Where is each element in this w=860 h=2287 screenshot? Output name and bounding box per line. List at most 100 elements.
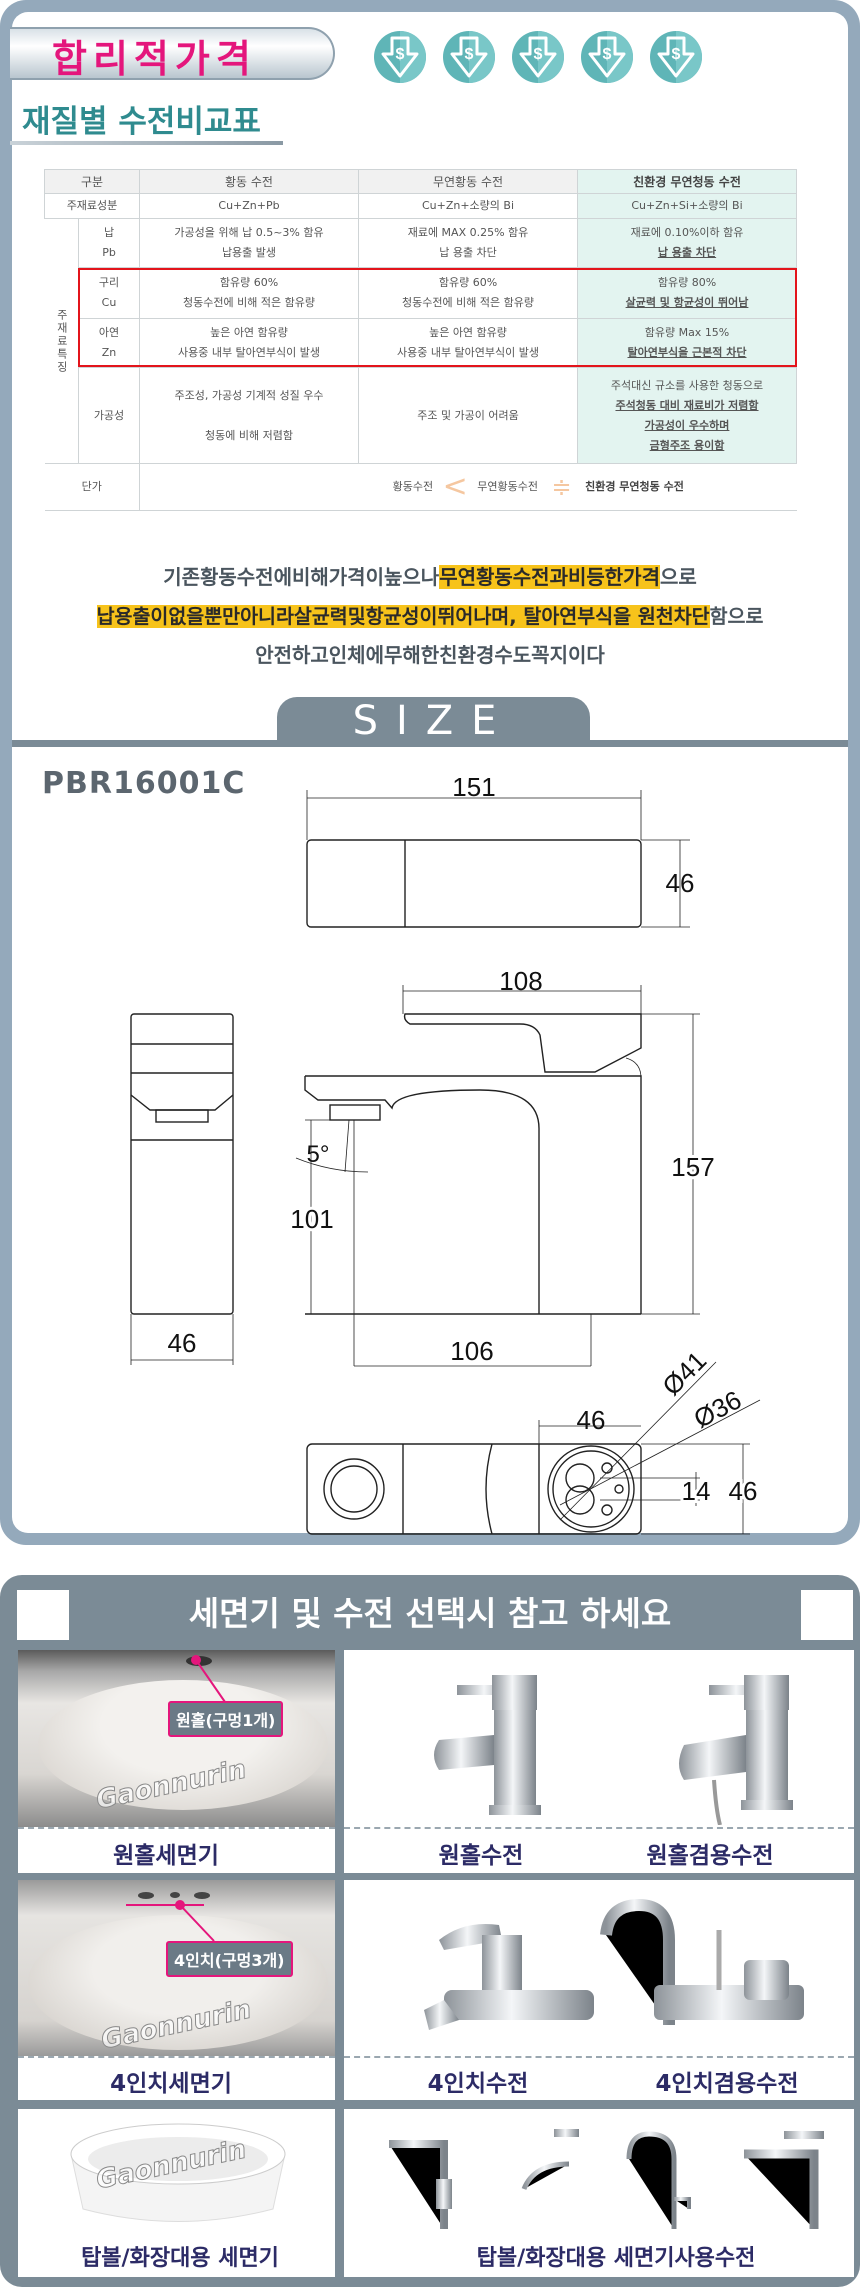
cell-line: 살균력 및 항균성이 뛰어남 — [625, 296, 749, 309]
model-number: PBR16001C — [42, 766, 246, 801]
cell-line: 탈아연부식을 근본적 차단 — [627, 346, 747, 359]
svg-text:$: $ — [672, 46, 681, 63]
divider — [18, 1827, 335, 1829]
dollar-down-arrow-icon: $ — [442, 30, 496, 84]
bottom-view — [306, 1361, 761, 1535]
row-label-symbol: Pb — [102, 246, 116, 259]
cell-line: 청동수전에 비해 적은 함유량 — [183, 296, 315, 309]
label-basin-top-bowl: 탑볼/화장대용 세면기 — [81, 2246, 279, 2271]
paragraph-line-2: 납용출이없을뿐만아니라살균력및항균성이뛰어나며, 탈아연부식을 원천차단함으로 — [0, 602, 860, 632]
basin-4inch-photo — [18, 1880, 335, 2056]
row-label-ko: 아연 — [98, 326, 120, 339]
cell-line: 주조성, 가공성 기계적 성질 우수 — [174, 388, 324, 402]
top-view — [306, 790, 690, 928]
header-cell: 구분 — [44, 169, 140, 194]
group-label: 주재료특징 — [44, 218, 79, 464]
cell-line: 함유량 Max 15% — [644, 326, 730, 339]
header-corner — [17, 1590, 69, 1640]
svg-text:$: $ — [396, 46, 405, 63]
table-cell: 주조 및 가공이 어려움 — [358, 367, 578, 464]
table-cell: Cu+Zn+Pb — [139, 193, 359, 219]
dim-height: 157 — [671, 1152, 714, 1182]
top-bowl-basin-image — [70, 2123, 286, 2222]
label-faucet-one-hole: 원홀수전 — [438, 1843, 524, 1869]
text: 으로 — [660, 565, 697, 589]
title-bar — [10, 27, 335, 80]
row-label-symbol: Zn — [101, 346, 117, 359]
faucet-4inch-combo-image — [600, 1898, 804, 2025]
faucet-hole — [194, 1892, 210, 1899]
divider — [344, 2056, 854, 2058]
highlight-box — [78, 268, 797, 367]
callout-line — [195, 1660, 226, 1703]
dim-base-depth: 46 — [729, 1476, 758, 1506]
callout-4inch: 4인치(구멍3개) — [166, 1941, 293, 1977]
highlighted-text: 무연황동수전과비등한가격 — [439, 565, 660, 589]
label-faucet-4inch: 4인치수전 — [427, 2071, 529, 2097]
row-label-ko: 납 — [103, 226, 115, 239]
faucet-one-hole-panel — [344, 1650, 854, 1873]
dim-angle: 5° — [307, 1141, 330, 1168]
cell-line: 납용출 발생 — [221, 246, 277, 259]
table-header-row: 구분 황동 수전 무연황동 수전 친환경 무연청동 수전 — [44, 169, 797, 194]
cell-line: 납 용출 차단 — [657, 246, 717, 259]
approx-equal-icon: ≑ — [551, 473, 572, 501]
size-tab: SIZE — [277, 697, 590, 744]
section-subtitle: 재질별 수전비교표 — [22, 104, 261, 140]
faucet-hole — [170, 1892, 180, 1898]
cell-line: 함유량 80% — [657, 276, 717, 289]
size-divider — [12, 740, 848, 747]
dimension-drawing: 151 46 46 108 157 101 5° 106 — [130, 772, 761, 1535]
text: 기존황동수전에비해가격이높으나 — [163, 565, 440, 589]
dollar-down-arrow-icon: $ — [580, 30, 634, 84]
subtitle-underline — [10, 141, 283, 145]
header-corner — [801, 1590, 853, 1640]
cell-line: 함유량 60% — [438, 276, 498, 289]
table-cell: 함유량 60%청동수전에 비해 적은 함유량 — [358, 267, 578, 319]
cell-line: 함유량 60% — [219, 276, 279, 289]
svg-text:$: $ — [603, 46, 612, 63]
basin-4inch-panel — [18, 1880, 335, 2100]
dim-hole-gap: 14 — [682, 1476, 711, 1506]
cell-line: 사용중 내부 탈아연부식이 발생 — [396, 346, 540, 359]
row-label-ko: 구리 — [98, 276, 120, 289]
label-faucet-one-hole-combo: 원홀겸용수전 — [646, 1843, 774, 1869]
header-cell: 친환경 무연청동 수전 — [577, 169, 797, 194]
guide-title: 세면기 및 수전 선택시 참고 하세요 — [188, 1594, 672, 1633]
header-cell: 무연황동 수전 — [358, 169, 578, 194]
dim-reach: 106 — [450, 1336, 493, 1366]
price-cell: 황동수전 < 무연황동수전 ≑ 친환경 무연청동 수전 — [139, 463, 797, 511]
cell-line: 가공성을 위해 납 0.5~3% 함유 — [174, 226, 324, 239]
faucet-one-hole-photos — [434, 1675, 793, 1825]
faucet-4inch-photos — [424, 1898, 804, 2030]
label-basin-4inch: 4인치세면기 — [110, 2071, 232, 2097]
label-faucets-top-bowl: 탑볼/화장대용 세면기사용수전 — [476, 2246, 756, 2271]
paragraph-line-3: 안전하고인체에무해한친환경수도꼭지이다 — [255, 643, 605, 667]
price-brass: 황동수전 — [392, 480, 434, 493]
less-than-icon: < — [442, 469, 468, 504]
table-row: 단가 황동수전 < 무연황동수전 ≑ 친환경 무연청동 수전 — [44, 463, 797, 511]
row-label: 주재료성분 — [44, 193, 140, 219]
comparison-table: 구분 황동 수전 무연황동 수전 친환경 무연청동 수전 주재료성분 Cu+Zn… — [44, 169, 797, 511]
row-label: 가공성 — [78, 367, 140, 464]
basin-top-bowl-panel — [18, 2109, 335, 2277]
cell-line: 주석청동 대비 재료비가 저렴함 — [615, 398, 759, 412]
table-cell: 함유량 Max 15% 탈아연부식을 근본적 차단 — [577, 318, 797, 368]
side-view — [130, 1013, 234, 1365]
faucet-hole — [138, 1892, 154, 1899]
cell-line: 주석대신 규소를 사용한 청동으로 — [610, 378, 764, 392]
faucet-top-bowl-panel — [344, 2109, 854, 2277]
dim-top-depth: 46 — [666, 868, 695, 898]
dim-spout-height: 101 — [290, 1204, 333, 1234]
faucet-one-hole-image — [434, 1675, 541, 1815]
cell-line: 재료에 MAX 0.25% 함유 — [407, 226, 529, 239]
row-label: 납 Pb — [78, 218, 140, 268]
cell-line: 납 용출 차단 — [439, 246, 497, 259]
dim-dia-inner: Ø36 — [689, 1384, 746, 1434]
front-view — [295, 985, 700, 1367]
